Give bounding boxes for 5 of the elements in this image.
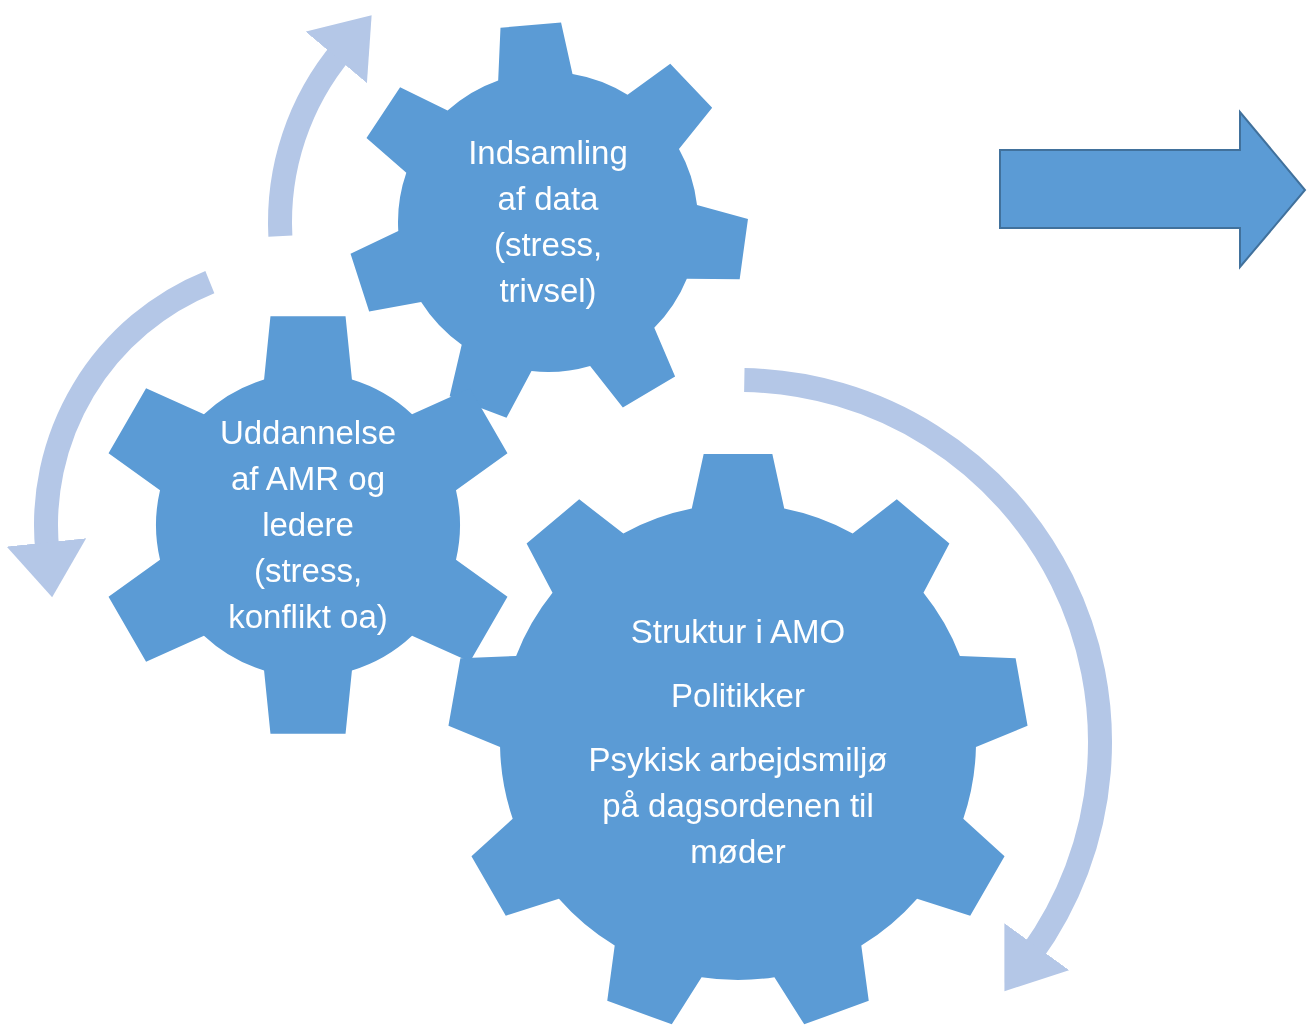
- gear-label: Politikker: [671, 675, 805, 716]
- gear-label: Indsamling af data (stress, trivsel): [467, 132, 629, 312]
- gear-label: Psykisk arbejdsmiljø på dagsordenen til møder: [587, 739, 889, 873]
- gear-label: Struktur i AMO: [630, 611, 846, 652]
- gear-label: Uddannelse af AMR og ledere (stress, konflikt oa): [218, 412, 398, 638]
